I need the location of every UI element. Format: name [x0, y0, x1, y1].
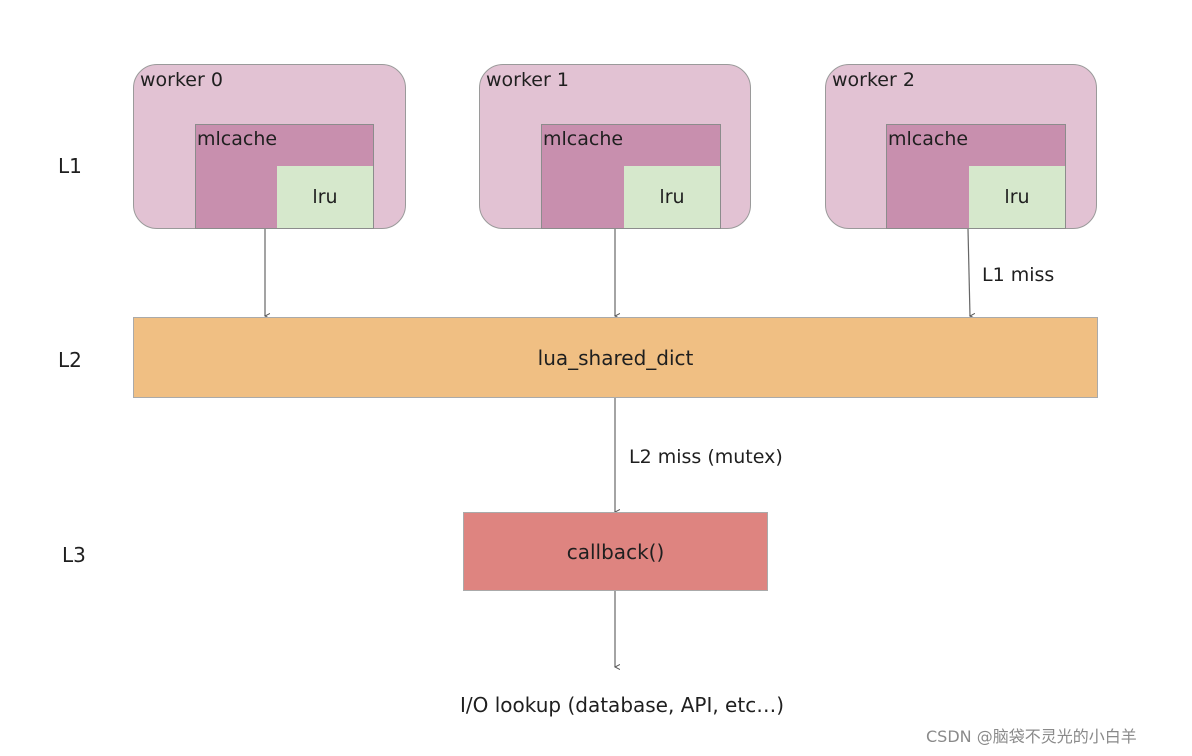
l2-miss-label: L2 miss (mutex) — [629, 446, 783, 468]
worker-0-lru-box: lru — [277, 166, 373, 228]
worker-2-mlcache-label: mlcache — [888, 128, 969, 150]
worker-0-lru-label: lru — [312, 186, 338, 208]
callback-box: callback() — [463, 512, 768, 591]
worker-0-box: worker 0 mlcache lru — [133, 64, 406, 229]
worker-2-title: worker 2 — [832, 69, 915, 91]
worker-2-mlcache-box: mlcache lru — [886, 124, 1066, 229]
worker-1-title: worker 1 — [486, 69, 569, 91]
worker-1-mlcache-box: mlcache lru — [541, 124, 721, 229]
shared-dict-label: lua_shared_dict — [537, 345, 694, 370]
arrow-worker-2-to-shared-dict — [967, 228, 970, 316]
worker-1-box: worker 1 mlcache lru — [479, 64, 751, 229]
worker-0-mlcache-box: mlcache lru — [195, 124, 374, 229]
watermark: CSDN @脑袋不灵光的小白羊 — [926, 727, 1137, 746]
level-label-l3: L3 — [62, 543, 86, 567]
worker-1-mlcache-label: mlcache — [543, 128, 624, 150]
worker-2-lru-box: lru — [969, 166, 1065, 228]
worker-2-lru-label: lru — [1004, 186, 1030, 208]
worker-1-lru-label: lru — [659, 186, 685, 208]
worker-0-title: worker 0 — [140, 69, 223, 91]
worker-2-box: worker 2 mlcache lru — [825, 64, 1097, 229]
level-label-l2: L2 — [58, 348, 82, 372]
level-label-l1: L1 — [58, 154, 82, 178]
shared-dict-box: lua_shared_dict — [133, 317, 1098, 398]
io-lookup-label: I/O lookup (database, API, etc…) — [460, 693, 785, 717]
worker-1-lru-box: lru — [624, 166, 720, 228]
l1-miss-label: L1 miss — [982, 264, 1055, 286]
callback-label: callback() — [566, 539, 665, 564]
worker-0-mlcache-label: mlcache — [197, 128, 278, 150]
